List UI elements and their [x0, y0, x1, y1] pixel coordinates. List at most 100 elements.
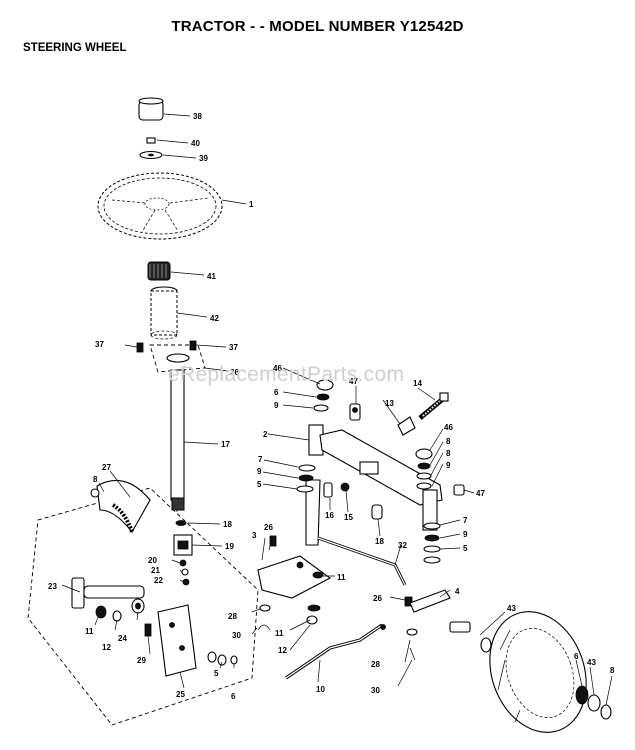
callout-4[interactable]: 4: [455, 587, 460, 596]
callout-24[interactable]: 24: [118, 634, 127, 643]
part-7-9-5-washers-left[interactable]: [296, 464, 316, 493]
part-6-9-washers-left-top[interactable]: [313, 393, 330, 412]
callout-25[interactable]: 25: [176, 690, 185, 699]
part-15-nut[interactable]: [340, 482, 350, 492]
part-3-steering-plate[interactable]: [257, 555, 332, 599]
part-axle-beam[interactable]: [319, 429, 443, 506]
callout-36[interactable]: 36: [230, 368, 239, 377]
part-6-43-8-washers-right[interactable]: [575, 685, 612, 720]
callout-10[interactable]: 10: [316, 685, 325, 694]
part-17-steering-shaft[interactable]: [170, 369, 185, 512]
callout-9-top[interactable]: 9: [274, 401, 279, 410]
part-10-tie-rod[interactable]: [285, 623, 386, 680]
callout-15[interactable]: 15: [344, 513, 353, 522]
callout-40[interactable]: 40: [191, 139, 200, 148]
callout-6-left[interactable]: 6: [231, 692, 236, 701]
callout-47-left[interactable]: 47: [349, 377, 358, 386]
part-32-drag-link[interactable]: [317, 536, 407, 586]
part-47-grease-fitting-right[interactable]: [453, 484, 465, 496]
part-11-washer-mid[interactable]: [312, 571, 324, 579]
part-20-21-22-fasteners[interactable]: [179, 559, 190, 586]
part-46-cap-left[interactable]: [316, 379, 334, 391]
part-28-30-hardware-right[interactable]: [406, 628, 418, 661]
part-2-spindle-left[interactable]: [305, 424, 324, 546]
part-27-sector-gear[interactable]: [96, 479, 151, 533]
callout-29[interactable]: 29: [137, 656, 146, 665]
part-19-pinion-block[interactable]: [173, 534, 193, 556]
part-40-nut[interactable]: [146, 137, 156, 144]
part-14-bolt[interactable]: [418, 392, 449, 420]
callout-16[interactable]: 16: [325, 511, 334, 520]
callout-9-right-lower[interactable]: 9: [463, 530, 468, 539]
part-front-wheel[interactable]: [474, 598, 603, 746]
callout-14[interactable]: 14: [413, 379, 422, 388]
part-11-12-washers-mid[interactable]: [306, 604, 321, 625]
part-23-pivot-shaft[interactable]: [71, 577, 145, 609]
callout-5-right[interactable]: 5: [463, 544, 468, 553]
callout-42[interactable]: 42: [210, 314, 219, 323]
callout-5-mid[interactable]: 5: [257, 480, 262, 489]
callout-22[interactable]: 22: [154, 576, 163, 585]
callout-43-left[interactable]: 43: [507, 604, 516, 613]
callout-46-right[interactable]: 46: [444, 423, 453, 432]
callout-8-right-b[interactable]: 8: [446, 449, 451, 458]
part-36-bracket[interactable]: [149, 344, 206, 373]
callout-12-left[interactable]: 12: [102, 643, 111, 652]
callout-13[interactable]: 13: [385, 399, 394, 408]
part-39-washer[interactable]: [139, 150, 163, 160]
callout-8-right-a[interactable]: 8: [446, 437, 451, 446]
callout-37-left[interactable]: 37: [95, 340, 104, 349]
callout-41[interactable]: 41: [207, 272, 216, 281]
part-26-bolt-right[interactable]: [404, 596, 413, 607]
part-47-grease-fitting-left[interactable]: [349, 403, 361, 421]
callout-2[interactable]: 2: [263, 430, 268, 439]
callout-23[interactable]: 23: [48, 582, 57, 591]
callout-28-right[interactable]: 28: [371, 660, 380, 669]
callout-19[interactable]: 19: [225, 542, 234, 551]
callout-26-left[interactable]: 26: [264, 523, 273, 532]
part-4-steering-arm[interactable]: [409, 589, 451, 613]
callout-12-lower[interactable]: 12: [278, 646, 287, 655]
callout-32[interactable]: 32: [398, 541, 407, 550]
part-7-9-5-washers-right[interactable]: [423, 522, 441, 564]
part-29-bolt[interactable]: [144, 623, 152, 637]
callout-26-right[interactable]: 26: [373, 594, 382, 603]
callout-6-top[interactable]: 6: [274, 388, 279, 397]
callout-47-right[interactable]: 47: [476, 489, 485, 498]
callout-11-lower[interactable]: 11: [275, 629, 284, 638]
part-18-pin-right[interactable]: [371, 504, 383, 520]
callout-17[interactable]: 17: [221, 440, 230, 449]
callout-27[interactable]: 27: [102, 463, 111, 472]
part-25-mounting-plate[interactable]: [157, 604, 197, 677]
callout-43-right[interactable]: 43: [587, 658, 596, 667]
part-37-screw-right[interactable]: [189, 340, 197, 351]
part-43-hub-left[interactable]: [449, 621, 492, 653]
callout-39[interactable]: 39: [199, 154, 208, 163]
part-26-bolt-left[interactable]: [269, 535, 277, 547]
callout-7-left[interactable]: 7: [258, 455, 263, 464]
callout-30-left[interactable]: 30: [232, 631, 241, 640]
callout-18-right[interactable]: 18: [375, 537, 384, 546]
callout-20[interactable]: 20: [148, 556, 157, 565]
callout-9-right[interactable]: 9: [446, 461, 451, 470]
callout-18-pinion[interactable]: 18: [223, 520, 232, 529]
callout-5-left[interactable]: 5: [214, 669, 219, 678]
callout-28-left[interactable]: 28: [228, 612, 237, 621]
part-38-cap[interactable]: [138, 97, 164, 121]
callout-7-right[interactable]: 7: [463, 516, 468, 525]
callout-1[interactable]: 1: [249, 200, 254, 209]
part-8-clip-gear[interactable]: [90, 488, 100, 498]
callout-11-left[interactable]: 11: [85, 627, 94, 636]
callout-8-right-end[interactable]: 8: [610, 666, 615, 675]
callout-21[interactable]: 21: [151, 566, 160, 575]
callout-46-left[interactable]: 46: [273, 364, 282, 373]
part-1-steering-wheel[interactable]: [97, 172, 223, 240]
part-41-splined-adapter[interactable]: [147, 261, 171, 281]
callout-38[interactable]: 38: [193, 112, 202, 121]
part-18-washer-pinion[interactable]: [175, 520, 187, 526]
callout-3[interactable]: 3: [252, 531, 257, 540]
callout-37-right[interactable]: 37: [229, 343, 238, 352]
part-11-12-24-washers-left[interactable]: [95, 598, 145, 622]
callout-6-right[interactable]: 6: [574, 652, 579, 661]
part-13-spacer[interactable]: [397, 416, 416, 436]
